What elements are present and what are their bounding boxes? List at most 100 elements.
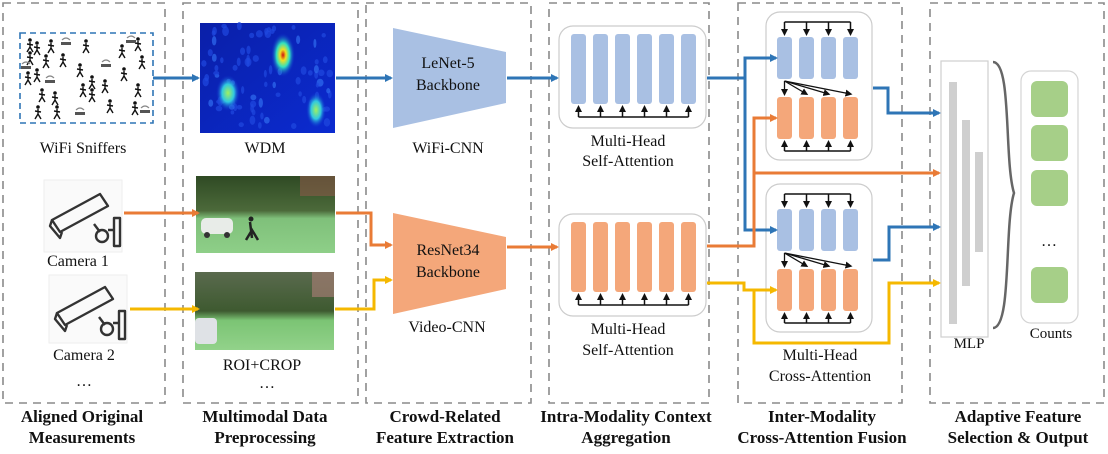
pedestrian-icon — [47, 39, 55, 54]
mlp-layer-2 — [962, 120, 970, 286]
wifi-cnn-label: WiFi-CNN — [412, 140, 484, 157]
attention-head — [637, 34, 652, 104]
key-value-head — [799, 97, 814, 139]
wifi-self-attention-block — [558, 25, 707, 129]
key-value-head — [821, 97, 836, 139]
sniffer-icons — [21, 35, 150, 115]
roi-crop-label: ROI+CROP — [223, 357, 301, 374]
pedestrian-icon — [24, 71, 32, 86]
roi-frame-camera-2 — [195, 272, 334, 350]
connectors — [124, 54, 941, 345]
query-head — [799, 209, 814, 251]
wifi-self-attention-label: Multi-Head Self-Attention — [582, 133, 674, 170]
pedestrian-icon — [134, 37, 142, 52]
pedestrian-icon — [131, 101, 139, 116]
attention-head — [593, 222, 608, 292]
svg-text:Cross-Attention: Cross-Attention — [769, 368, 871, 385]
pedestrian-icon — [134, 83, 142, 98]
arrow-wifi-to-cross-bottom-key — [743, 78, 778, 234]
svg-text:Multimodal Data: Multimodal Data — [202, 407, 328, 426]
key-value-head — [777, 97, 792, 139]
stage-box-extraction — [365, 2, 532, 404]
svg-text:Selection & Output: Selection & Output — [948, 428, 1089, 447]
pedestrian-icon — [42, 54, 50, 69]
arrow-cross-top-to-mlp — [873, 86, 941, 117]
counts-label: Counts — [1030, 326, 1073, 342]
stage-box-cross-attention — [737, 2, 903, 404]
wifi-sniffer-icon — [101, 59, 111, 67]
arrow-roi1-to-resnet — [336, 211, 393, 249]
pedestrian-icon — [26, 51, 34, 66]
svg-text:Measurements: Measurements — [29, 428, 136, 447]
counts-block: … — [1020, 70, 1079, 324]
camera-2-label: Camera 2 — [53, 347, 115, 364]
svg-text:Aligned Original: Aligned Original — [21, 407, 144, 426]
query-head — [843, 37, 858, 79]
wifi-sniffer-icon — [126, 35, 136, 43]
stage-title-cross-attention: Inter-Modality Cross-Attention Fusion — [737, 407, 907, 447]
pedestrian-icon — [82, 39, 90, 54]
wifi-sniffer-icon — [140, 105, 150, 113]
svg-text:ResNet34: ResNet34 — [416, 242, 479, 259]
count-cell — [1031, 125, 1068, 161]
attention-head — [571, 34, 586, 104]
pedestrian-icon — [120, 67, 128, 82]
cross-attention-block-wifi-query — [765, 11, 873, 161]
attention-head — [681, 34, 696, 104]
attention-head — [659, 34, 674, 104]
pedestrian-icon — [26, 38, 34, 53]
arrow-video-to-cross-top-key — [707, 114, 778, 248]
key-value-head — [799, 269, 814, 311]
query-head — [777, 37, 792, 79]
pedestrian-icon — [101, 79, 109, 94]
svg-text:Multi-Head: Multi-Head — [591, 321, 666, 338]
svg-text:Preprocessing: Preprocessing — [214, 428, 316, 447]
pedestrian-icons — [24, 37, 146, 120]
svg-text:Backbone: Backbone — [416, 264, 480, 281]
pedestrian-icon — [59, 53, 67, 68]
pedestrian-icon — [34, 105, 42, 120]
video-cnn-label: Video-CNN — [408, 319, 486, 336]
stage-box-measurements — [2, 2, 166, 404]
stage-box-preprocessing — [182, 2, 359, 404]
query-head — [799, 37, 814, 79]
video-self-attention-block — [558, 213, 707, 317]
arrow-wifi-to-cross-top-query — [707, 54, 778, 80]
svg-text:Backbone: Backbone — [416, 77, 480, 94]
cross-attention-label: Multi-Head Cross-Attention — [769, 347, 871, 385]
attention-head — [659, 222, 674, 292]
attention-head — [615, 34, 630, 104]
query-head — [821, 209, 836, 251]
pedestrian-icon — [79, 83, 87, 98]
camera-1-label: Camera 1 — [47, 253, 109, 270]
attention-head — [637, 222, 652, 292]
pedestrian-icon — [88, 75, 96, 90]
cross-attention-block-video-query — [765, 183, 873, 333]
count-cell — [1031, 267, 1068, 303]
svg-text:Crowd-Related: Crowd-Related — [389, 407, 501, 426]
pedestrian-icon — [106, 99, 114, 114]
more-inputs-ellipsis: … — [76, 373, 92, 390]
key-value-head — [843, 269, 858, 311]
mlp-label: MLP — [954, 336, 985, 352]
svg-text:Multi-Head: Multi-Head — [783, 347, 858, 364]
video-self-attention-label: Multi-Head Self-Attention — [582, 321, 674, 359]
attention-head — [571, 222, 586, 292]
pedestrian-icon — [53, 105, 61, 120]
query-head — [821, 37, 836, 79]
stage-title-preprocessing: Multimodal Data Preprocessing — [202, 407, 328, 447]
more-frames-ellipsis: … — [259, 375, 275, 392]
attention-head — [681, 222, 696, 292]
query-head — [777, 209, 792, 251]
key-value-head — [843, 97, 858, 139]
pedestrian-icon — [51, 91, 59, 106]
pedestrian-icon — [138, 55, 146, 70]
wifi-sniffer-icon — [21, 61, 31, 69]
key-value-head — [777, 269, 792, 311]
wifi-sniffers-scene — [19, 32, 154, 124]
svg-text:Self-Attention: Self-Attention — [582, 153, 674, 170]
svg-text:LeNet-5: LeNet-5 — [421, 55, 474, 72]
curly-brace — [992, 60, 1016, 330]
svg-text:Multi-Head: Multi-Head — [591, 133, 666, 150]
